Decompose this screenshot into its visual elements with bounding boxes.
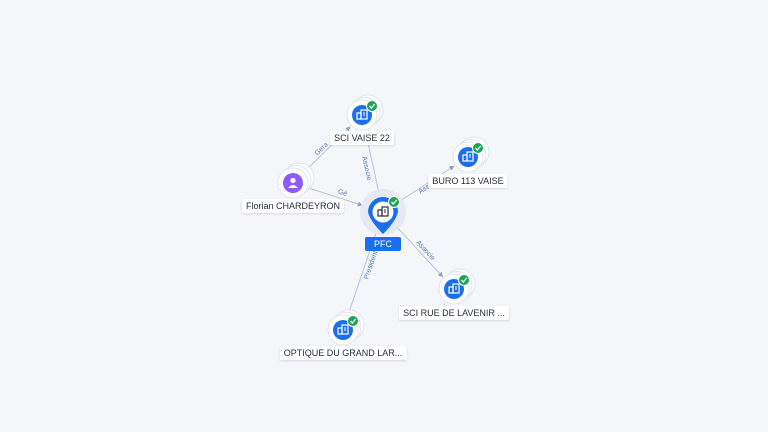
edge-line (396, 226, 444, 278)
edge-line (307, 187, 363, 207)
node-sci-vaise-22[interactable] (346, 94, 384, 131)
node-center[interactable] (360, 189, 406, 235)
building-icon (377, 206, 389, 217)
center-node-label[interactable]: PFC (365, 237, 401, 251)
edge-label: Associe (414, 239, 436, 262)
edge-center-sci-rue-de-lavenir: Associe (396, 226, 444, 278)
node-sci-rue-de-lavenir[interactable] (438, 268, 476, 305)
verified-check-icon (388, 196, 400, 208)
building-icon (462, 151, 474, 162)
building-icon (448, 283, 460, 294)
node-buro-113-vaise[interactable] (452, 136, 490, 173)
edge-label: Gé (337, 189, 348, 199)
edge-label: Associe (360, 156, 372, 182)
edge-line (399, 165, 455, 202)
node-optique-du-grand-lar[interactable] (327, 309, 365, 346)
verified-check-icon (458, 274, 470, 286)
building-icon (337, 324, 349, 335)
node-label-sci-vaise-22[interactable]: SCI VAISE 22 (330, 131, 394, 145)
verified-check-icon (366, 100, 378, 112)
edge-label: President (363, 250, 379, 280)
person-icon (288, 177, 298, 188)
node-label-florian-chardeyron[interactable]: Florian CHARDEYRON (241, 199, 345, 213)
nodes-layer (277, 94, 490, 346)
node-label-sci-rue-de-lavenir[interactable]: SCI RUE DE LAVENIR ... (399, 306, 509, 320)
verified-check-icon (472, 142, 484, 154)
building-icon (356, 109, 368, 120)
verified-check-icon (347, 315, 359, 327)
node-label-buro-113-vaise[interactable]: BURO 113 VAISE (428, 174, 508, 188)
node-florian-chardeyron[interactable] (277, 162, 315, 199)
node-label-optique-du-grand-lar[interactable]: OPTIQUE DU GRAND LAR... (279, 346, 407, 360)
edge-florian-chardeyron-center: Gé (307, 187, 363, 207)
